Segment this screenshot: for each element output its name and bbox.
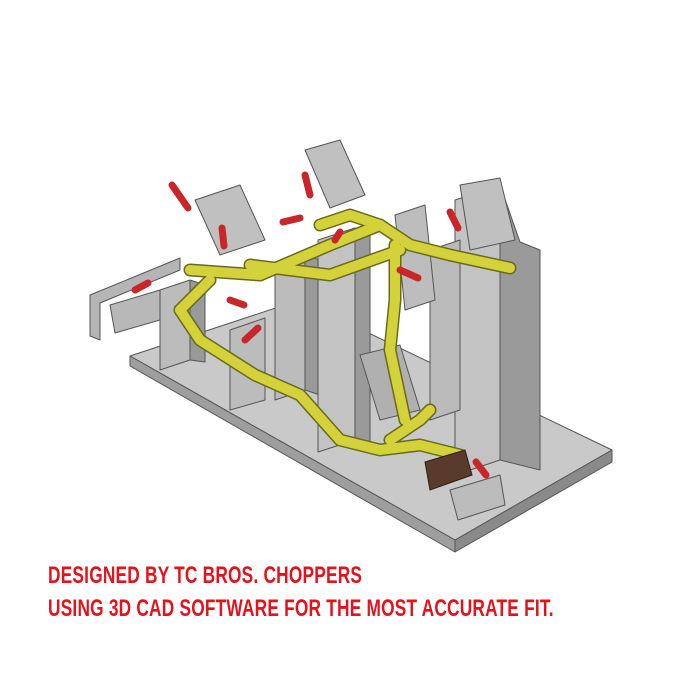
- caption-line-designer: DESIGNED BY TC BROS. CHOPPERS: [48, 562, 363, 589]
- wood-block: [424, 449, 473, 491]
- base-plate-edge-right: [454, 449, 613, 553]
- clamp-handles: [131, 171, 490, 479]
- caption-line-cad: USING 3D CAD SOFTWARE FOR THE MOST ACCUR…: [48, 595, 554, 622]
- left-bracket: [89, 257, 181, 341]
- frame-tubes: [173, 208, 517, 462]
